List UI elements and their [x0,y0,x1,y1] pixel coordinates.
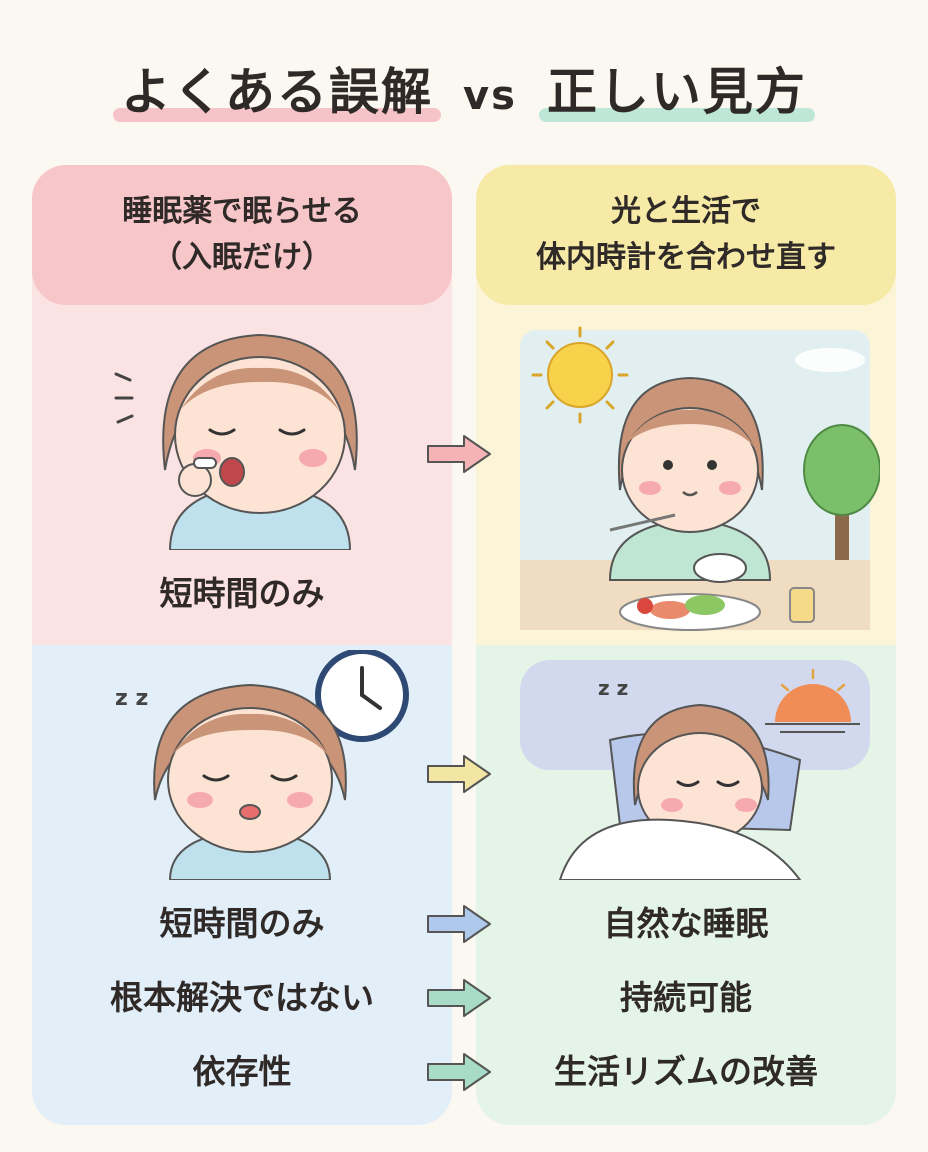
misconception-header: 睡眠薬で眠らせる （入眠だけ） [32,165,452,305]
misconception-item-2: 根本解決ではない [32,976,452,1020]
misconception-header-line2: （入眠だけ） [152,240,332,275]
tree-icon [803,424,880,570]
clock-icon [315,650,409,742]
title-correct: 正しい見方 [538,52,815,124]
breakfast-sunlight-illustration [520,326,880,631]
correct-item-2: 持続可能 [476,976,896,1020]
misconception-item-1: 短時間のみ [32,902,452,946]
correct-header-line1: 光と生活で [611,194,761,229]
correct-item-1: 自然な睡眠 [476,902,896,946]
svg-text:z z: z z [598,676,628,700]
arrow-right-icon [427,755,491,793]
child-sleeping-clock-illustration: z z [115,650,409,880]
correct-header-line2: 体内時計を合わせ直す [536,240,836,275]
page-title: よくある誤解 vs 正しい見方 [0,52,928,132]
natural-sleep-sunrise-illustration: z z [520,660,870,880]
title-vs: vs [463,73,517,119]
correct-item-3: 生活リズムの改善 [476,1050,896,1094]
child-taking-pill-illustration [114,333,358,550]
misconception-header-line1: 睡眠薬で眠らせる [122,194,362,229]
svg-text:z z: z z [115,686,148,711]
misconception-item-3: 依存性 [32,1050,452,1094]
arrow-right-icon [427,1053,491,1091]
title-misconception: よくある誤解 [113,52,442,124]
arrow-right-icon [427,979,491,1017]
misconception-top-label: 短時間のみ [32,572,452,616]
sun-icon [531,326,629,424]
sunset-icon [765,668,860,733]
correct-header: 光と生活で 体内時計を合わせ直す [476,165,896,305]
arrow-right-icon [427,435,491,473]
arrow-right-icon [427,905,491,943]
